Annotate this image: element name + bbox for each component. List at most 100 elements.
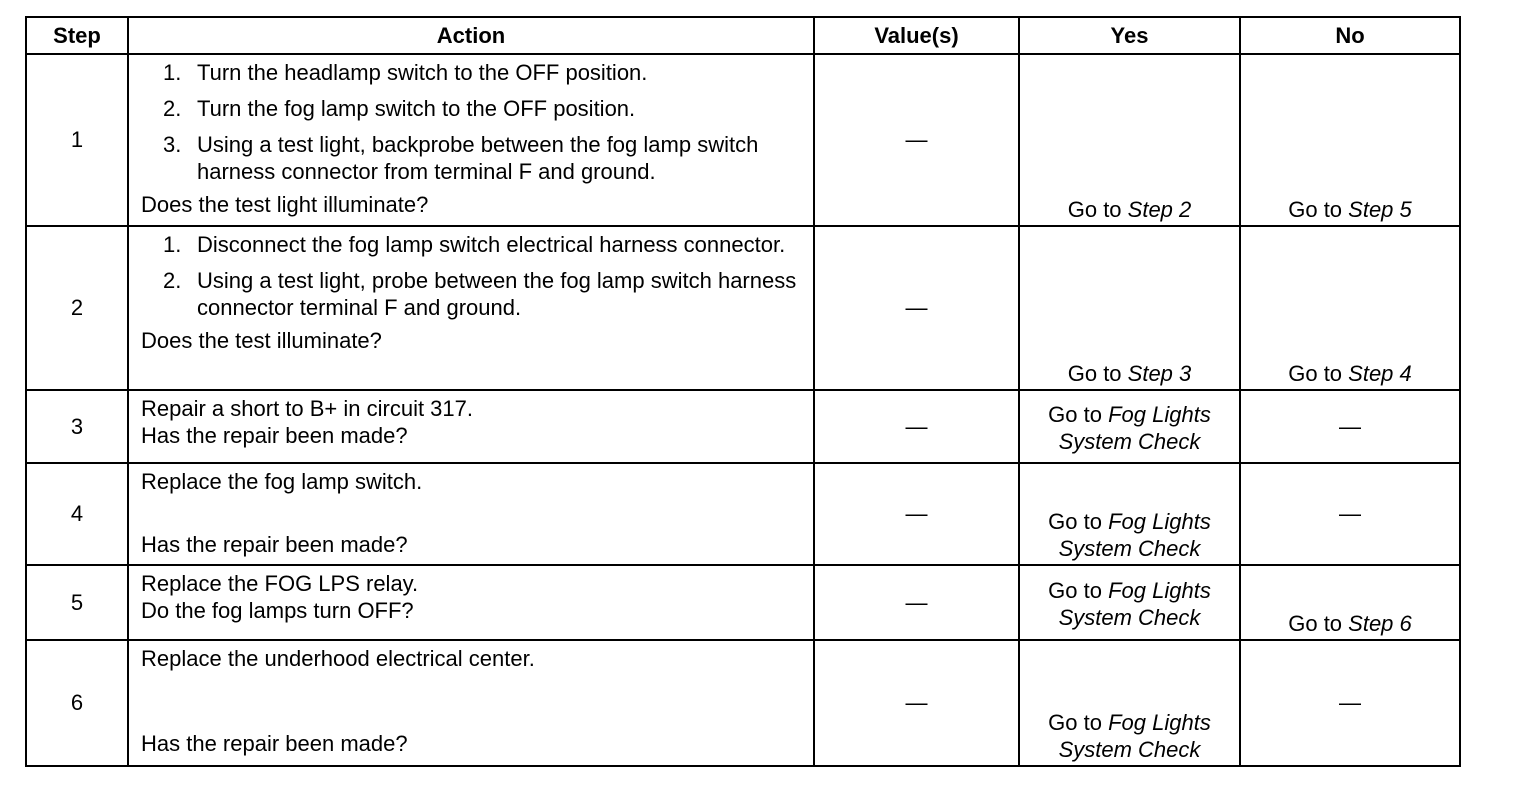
header-row: Step Action Value(s) Yes No xyxy=(25,16,1461,55)
yes-cell: Go to Fog Lights System Check xyxy=(1018,564,1241,641)
substep-number: 3. xyxy=(163,132,182,157)
value-dash: — xyxy=(905,295,928,320)
substep-text: Using a test light, backprobe between th… xyxy=(197,132,759,184)
yes-cell: Go to Step 3 xyxy=(1018,225,1241,391)
yes-link[interactable]: Fog Lights xyxy=(1108,710,1211,735)
no-prefix: Go to xyxy=(1288,197,1349,222)
header-values: Value(s) xyxy=(813,16,1020,55)
question-text: Has the repair been made? xyxy=(141,423,408,448)
table-row: 1 1. Turn the headlamp switch to the OFF … xyxy=(25,53,1461,227)
list-item: 2. Turn the fog lamp switch to the OFF po… xyxy=(163,95,803,122)
substep-text: Turn the fog lamp switch to the OFF posi… xyxy=(197,96,636,121)
action-cell: 1. Turn the headlamp switch to the OFF po… xyxy=(127,53,815,227)
yes-link[interactable]: Step 3 xyxy=(1127,361,1192,386)
value-dash: — xyxy=(905,589,928,615)
action-cell: Replace the underhood electrical center.… xyxy=(127,639,815,767)
no-link[interactable]: Step 4 xyxy=(1348,361,1412,386)
substep-number: 2. xyxy=(163,96,182,121)
no-cell: Go to Step 4 xyxy=(1239,225,1461,391)
yes-link-continued[interactable]: System Check xyxy=(1058,604,1201,630)
no-cell: Go to Step 5 xyxy=(1239,53,1461,227)
yes-link-continued[interactable]: System Check xyxy=(1058,536,1201,561)
substep-text: Disconnect the fog lamp switch electrica… xyxy=(197,232,786,257)
table-row: 6 Replace the underhood electrical cente… xyxy=(25,639,1461,767)
table-row: 2 1. Disconnect the fog lamp switch elect… xyxy=(25,225,1461,391)
no-prefix: Go to xyxy=(1288,361,1349,386)
yes-prefix: Go to xyxy=(1048,577,1109,603)
table-row: 3 Repair a short to B+ in circuit 317. H… xyxy=(25,389,1461,464)
no-prefix: Go to xyxy=(1288,611,1349,636)
action-cell: Replace the FOG LPS relay. Do the fog la… xyxy=(127,564,815,641)
question-text: Do the fog lamps turn OFF? xyxy=(141,598,414,623)
yes-prefix: Go to xyxy=(1048,509,1109,534)
no-cell: — xyxy=(1239,462,1461,566)
no-cell: — xyxy=(1239,639,1461,767)
yes-prefix: Go to xyxy=(1048,401,1109,427)
value-dash: — xyxy=(905,413,928,439)
step-number: 3 xyxy=(25,389,129,464)
substep-number: 1. xyxy=(163,60,182,85)
list-item: 2. Using a test light, probe between the … xyxy=(163,267,803,321)
yes-link[interactable]: Fog Lights xyxy=(1108,509,1211,534)
no-dash: — xyxy=(1339,501,1361,526)
action-text: Replace the fog lamp switch. xyxy=(141,469,423,494)
value-cell: — xyxy=(813,639,1020,767)
yes-link[interactable]: Fog Lights xyxy=(1108,577,1211,603)
substep-list: 1. Turn the headlamp switch to the OFF po… xyxy=(141,59,803,185)
step-number: 6 xyxy=(25,639,129,767)
diagnostic-table: Step Action Value(s) Yes No 1 1. Turn the… xyxy=(25,16,1461,767)
no-dash: — xyxy=(1339,413,1361,439)
header-action: Action xyxy=(127,16,815,55)
no-link[interactable]: Step 5 xyxy=(1348,197,1412,222)
step-number: 1 xyxy=(25,53,129,227)
table-row: 5 Replace the FOG LPS relay. Do the fog … xyxy=(25,564,1461,641)
list-item: 1. Turn the headlamp switch to the OFF po… xyxy=(163,59,803,86)
header-yes: Yes xyxy=(1018,16,1241,55)
step-number: 4 xyxy=(25,462,129,566)
question-text: Has the repair been made? xyxy=(141,731,408,756)
yes-prefix: Go to xyxy=(1048,710,1109,735)
action-text: Replace the underhood electrical center. xyxy=(141,646,535,671)
action-text: Repair a short to B+ in circuit 317. xyxy=(141,396,473,421)
no-cell: Go to Step 6 xyxy=(1239,564,1461,641)
value-dash: — xyxy=(905,690,928,715)
table-row: 4 Replace the fog lamp switch. Has the r… xyxy=(25,462,1461,566)
yes-cell: Go to Fog Lights System Check xyxy=(1018,639,1241,767)
header-step: Step xyxy=(25,16,129,55)
header-no: No xyxy=(1239,16,1461,55)
substep-number: 1. xyxy=(163,232,182,257)
yes-link[interactable]: Fog Lights xyxy=(1108,401,1211,427)
action-cell: 1. Disconnect the fog lamp switch electri… xyxy=(127,225,815,391)
action-cell: Repair a short to B+ in circuit 317. Has… xyxy=(127,389,815,464)
yes-cell: Go to Step 2 xyxy=(1018,53,1241,227)
substep-list: 1. Disconnect the fog lamp switch electri… xyxy=(141,231,803,321)
value-dash: — xyxy=(905,501,928,526)
yes-link[interactable]: Step 2 xyxy=(1127,197,1192,222)
step-number: 2 xyxy=(25,225,129,391)
yes-prefix: Go to xyxy=(1067,361,1128,386)
list-item: 3. Using a test light, backprobe between … xyxy=(163,131,803,185)
question-text: Does the test illuminate? xyxy=(141,328,382,353)
no-link[interactable]: Step 6 xyxy=(1348,611,1412,636)
value-cell: — xyxy=(813,564,1020,641)
step-number: 5 xyxy=(25,564,129,641)
value-cell: — xyxy=(813,53,1020,227)
value-cell: — xyxy=(813,389,1020,464)
value-dash: — xyxy=(905,127,928,152)
value-cell: — xyxy=(813,462,1020,566)
value-cell: — xyxy=(813,225,1020,391)
question-text: Does the test light illuminate? xyxy=(141,192,429,217)
yes-link-continued[interactable]: System Check xyxy=(1058,737,1201,762)
substep-number: 2. xyxy=(163,268,182,293)
substep-text: Turn the headlamp switch to the OFF posi… xyxy=(197,60,648,85)
question-text: Has the repair been made? xyxy=(141,532,408,557)
list-item: 1. Disconnect the fog lamp switch electri… xyxy=(163,231,803,258)
substep-text: Using a test light, probe between the fo… xyxy=(197,268,797,320)
yes-prefix: Go to xyxy=(1067,197,1128,222)
action-text: Replace the FOG LPS relay. xyxy=(141,571,419,596)
yes-cell: Go to Fog Lights System Check xyxy=(1018,462,1241,566)
yes-link-continued[interactable]: System Check xyxy=(1058,428,1201,454)
no-dash: — xyxy=(1339,690,1361,715)
no-cell: — xyxy=(1239,389,1461,464)
yes-cell: Go to Fog Lights System Check xyxy=(1018,389,1241,464)
